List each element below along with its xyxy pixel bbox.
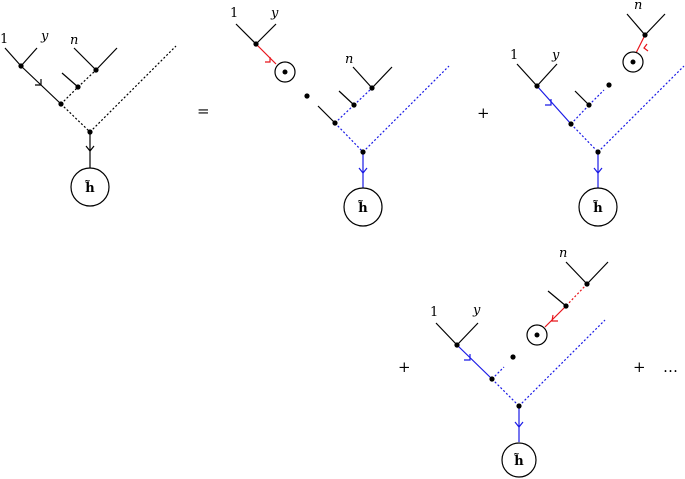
- vertex-dot: [253, 41, 259, 47]
- plus-sign: +: [633, 358, 646, 376]
- arrow-icon: [35, 79, 42, 86]
- h-tilde-label: h̃: [593, 200, 604, 216]
- vertex-dot: [586, 102, 592, 108]
- arrow-icon: [545, 99, 552, 106]
- arrow-icon: [551, 314, 558, 322]
- vertex-dot: [360, 149, 366, 155]
- vertex-dot: [516, 403, 522, 409]
- label-y: y: [551, 48, 560, 63]
- vertex-dot: [534, 83, 540, 89]
- lhs-diagram: h̃ 1 y n: [0, 29, 177, 207]
- vertex-dot: [595, 149, 601, 155]
- h-tilde-node: [578, 187, 618, 227]
- vertex-dot: [87, 129, 93, 135]
- arrow-icon: [514, 421, 524, 428]
- label-1: 1: [230, 6, 238, 21]
- label-1: 1: [510, 48, 518, 63]
- plus-sign: +: [477, 104, 490, 122]
- vertex-dot: [332, 120, 338, 126]
- vertex-dot: [489, 376, 495, 382]
- label-n: n: [559, 246, 567, 261]
- h-tilde-label: h̃: [358, 200, 369, 216]
- h-tilde-label: h̃: [85, 180, 96, 196]
- vertex-dot: [18, 63, 24, 69]
- label-n: n: [345, 52, 353, 67]
- arrow-icon: [643, 43, 649, 52]
- label-n: n: [70, 33, 78, 48]
- arrow-icon: [593, 167, 603, 174]
- label-1: 1: [430, 305, 438, 320]
- label-y: y: [472, 303, 481, 318]
- h-tilde-node: [343, 187, 383, 227]
- h-tilde-node: [501, 442, 537, 478]
- label-1: 1: [0, 32, 8, 47]
- label-y: y: [270, 6, 279, 21]
- vertex-dot: [75, 84, 81, 90]
- rhs-diagram-1: h̃ 1 y n: [230, 6, 450, 227]
- label-n: n: [634, 0, 642, 13]
- vertex-dot: [584, 281, 590, 287]
- ellipsis: …: [663, 358, 678, 376]
- vertex-dot: [568, 121, 574, 127]
- vertex-dot: [642, 32, 648, 38]
- arrow-icon: [265, 57, 271, 63]
- arrow-icon: [464, 354, 471, 361]
- vertex-dot: [454, 342, 460, 348]
- rhs-diagram-2: h̃ 1 y n: [510, 0, 685, 227]
- vertex-dot: [369, 85, 375, 91]
- h-tilde-node: [70, 167, 110, 207]
- rhs-diagram-3: h̃ 1 y n: [430, 246, 609, 478]
- vertex-dot: [93, 67, 99, 73]
- vertex-dot: [351, 102, 357, 108]
- arrow-icon: [85, 145, 95, 152]
- plus-sign: +: [398, 358, 411, 376]
- equals-sign: =: [197, 102, 210, 120]
- label-y: y: [40, 29, 49, 44]
- h-tilde-label: h̃: [514, 453, 525, 469]
- arrow-icon: [358, 167, 368, 174]
- vertex-dot: [563, 303, 569, 309]
- vertex-dot: [58, 101, 64, 107]
